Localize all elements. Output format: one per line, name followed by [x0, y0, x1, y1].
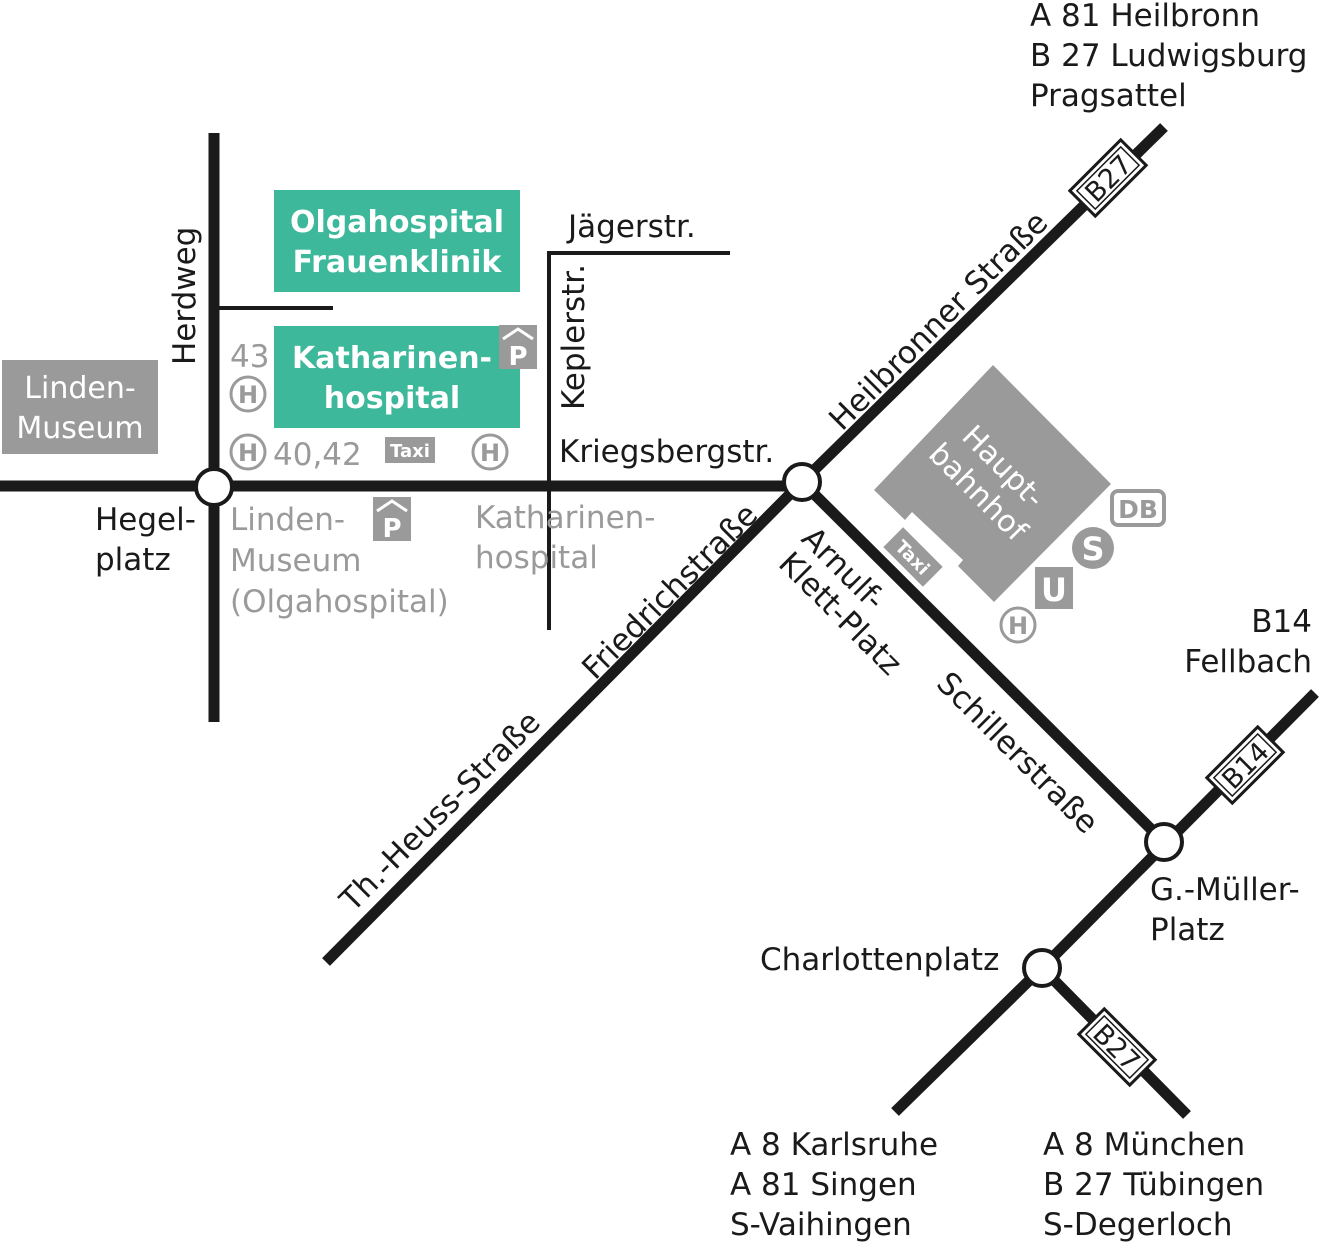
linden-stop-label-line3: (Olgahospital) [230, 584, 449, 620]
taxi-icon: Taxi [385, 437, 435, 463]
svg-text:H: H [1008, 612, 1028, 640]
friedrichstr-road [322, 478, 806, 966]
charlottenplatz-junction [1022, 948, 1062, 988]
dest-southeast-line2: B 27 Tübingen [1043, 1167, 1264, 1203]
keplerstr-label: Keplerstr. [556, 264, 592, 410]
linden-stop-label-line1: Linden- [230, 502, 345, 538]
schillerstr-road [798, 478, 1168, 846]
svg-text:H: H [238, 439, 258, 467]
dest-east-line1: B14 [1251, 604, 1312, 640]
sbahn-icon: S [1072, 527, 1114, 569]
bus-line-40-42: 40,42 [273, 437, 362, 473]
dest-southwest-line2: A 81 Singen [730, 1167, 917, 1203]
svg-text:U: U [1041, 571, 1067, 609]
herdweg-label: Herdweg [167, 227, 203, 365]
olgahospital-building[interactable]: Olgahospital Frauenklinik [274, 190, 520, 292]
katharinenhospital-line1: Katharinen- [292, 341, 492, 376]
dest-southeast-line1: A 8 München [1043, 1127, 1245, 1163]
linden-stop-label-line2: Museum [230, 543, 361, 579]
linden-museum-line2: Museum [16, 411, 143, 446]
dest-north-line3: Pragsattel [1030, 78, 1187, 114]
dest-southwest-line1: A 8 Karlsruhe [730, 1127, 938, 1163]
db-icon: DB [1110, 489, 1166, 527]
dest-north-line1: A 81 Heilbronn [1030, 0, 1260, 34]
olgahospital-line1: Olgahospital [290, 205, 504, 240]
parking-icon: P [499, 325, 537, 372]
jaegerstr-label: Jägerstr. [566, 209, 696, 245]
katharinen-stop-label-line2: hospital [475, 540, 598, 576]
linden-museum-line1: Linden- [24, 371, 135, 406]
mueller-platz-junction [1144, 822, 1184, 862]
svg-text:DB: DB [1118, 495, 1158, 524]
svg-text:S: S [1081, 530, 1104, 568]
linden-museum-building[interactable]: Linden- Museum [2, 360, 158, 454]
dest-southwest-line3: S-Vaihingen [730, 1207, 912, 1243]
kriegsberg-junction [782, 462, 822, 502]
dest-north-line2: B 27 Ludwigsburg [1030, 38, 1307, 74]
bus-stop-icon: H [471, 433, 509, 471]
hauptbahnhof-building[interactable]: Haupt- bahnhof [874, 365, 1111, 602]
charlottenplatz-label: Charlottenplatz [760, 942, 999, 978]
bus-stop-icon: H [999, 606, 1037, 644]
mueller-platz-label-line2: Platz [1150, 912, 1225, 948]
svg-text:P: P [382, 514, 401, 544]
svg-text:Taxi: Taxi [390, 441, 430, 462]
dest-east-line2: Fellbach [1184, 644, 1312, 680]
charlotten-sw-road [891, 964, 1046, 1116]
kriegsbergstr-label: Kriegsbergstr. [559, 434, 774, 470]
katharinen-stop-label-line1: Katharinen- [475, 500, 656, 536]
katharinenhospital-building[interactable]: Katharinen- hospital [274, 326, 520, 428]
hegelplatz-label-line2: platz [95, 542, 171, 578]
svg-text:P: P [508, 342, 527, 372]
svg-text:H: H [480, 439, 500, 467]
ubahn-icon: U [1035, 567, 1073, 609]
heuss-label: Th.-Heuss-Straße [332, 704, 547, 919]
bus-stop-icon: H [229, 433, 267, 471]
dest-southeast-line3: S-Degerloch [1043, 1207, 1233, 1243]
mueller-platz-label-line1: G.-Müller- [1150, 872, 1300, 908]
olgahospital-line2: Frauenklinik [293, 245, 503, 280]
parking-icon: P [373, 497, 411, 544]
katharinenhospital-line2: hospital [324, 381, 460, 416]
bus-stop-icon: H [229, 375, 267, 413]
bus-line-43: 43 [230, 339, 269, 375]
hegelplatz-label-line1: Hegel- [95, 502, 196, 538]
hegelplatz-junction [194, 467, 234, 507]
svg-text:H: H [238, 381, 258, 409]
